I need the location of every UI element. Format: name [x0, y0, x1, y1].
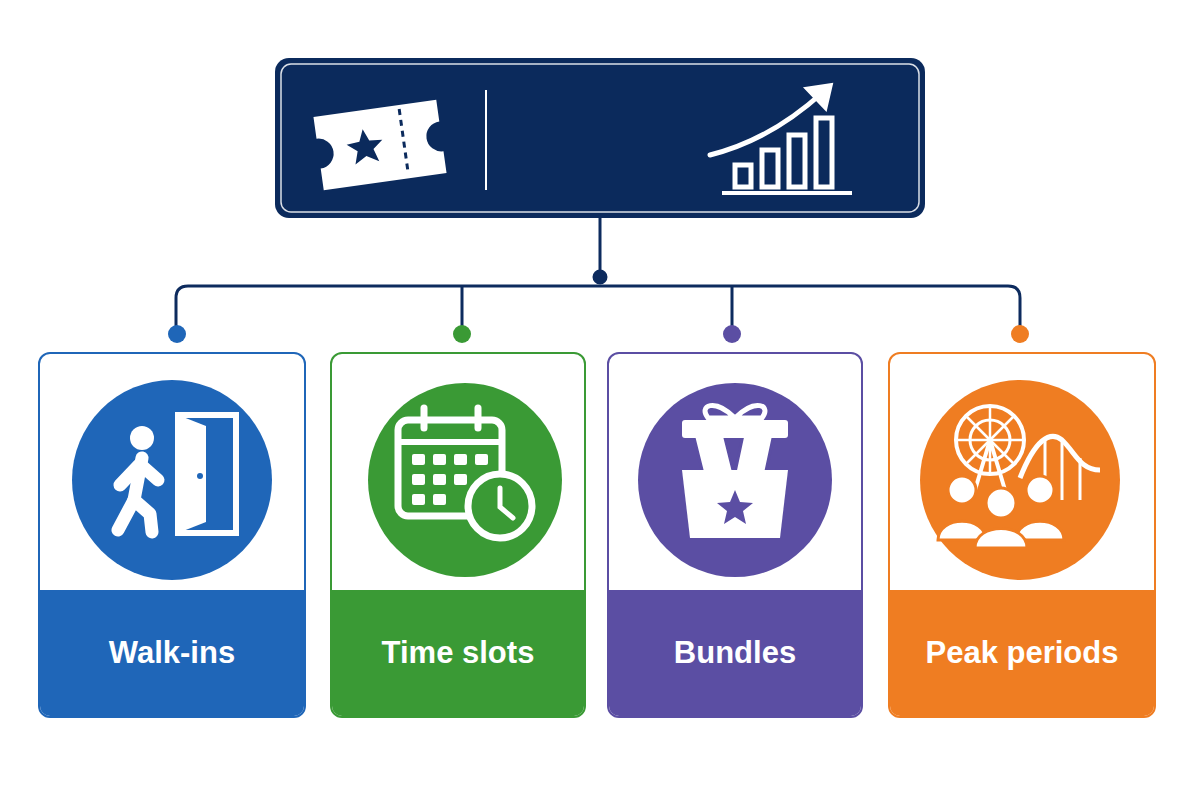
card-label: Bundles [674, 635, 796, 671]
peak-period-icon-part [1020, 436, 1100, 478]
category-card: Bundles [607, 352, 863, 718]
card-label: Peak periods [926, 635, 1119, 671]
peak-period-icon-part [920, 380, 1120, 580]
walk-in-icon-part [72, 380, 272, 580]
ticket-icon [313, 100, 446, 191]
time-slot-icon-part [433, 474, 446, 485]
peak-period-icon-part [966, 416, 1014, 464]
time-slot-icon-part [412, 454, 425, 465]
walk-in-icon [72, 380, 272, 580]
time-slot-icon [368, 383, 562, 577]
growth-chart-icon-part [805, 84, 832, 110]
peak-period-icon-part [956, 439, 1024, 442]
branch-dots [168, 325, 1029, 343]
bundle-icon-part [693, 427, 737, 494]
growth-chart-icon-part [722, 191, 852, 195]
time-slot-icon-part [433, 494, 446, 505]
walk-in-icon-part [197, 473, 203, 479]
walk-in-icon-part [118, 458, 158, 532]
time-slot-icon-part [368, 383, 562, 577]
peak-period-icon-part [966, 416, 1014, 464]
growth-chart-icon-part [816, 118, 832, 187]
walk-in-icon-part [134, 458, 142, 500]
bundle-icon-part [682, 420, 788, 438]
peak-period-icon-part [1016, 521, 1064, 540]
walk-in-icon-part [118, 500, 134, 530]
time-slot-icon-part [412, 494, 425, 505]
branch-dots-part [168, 325, 186, 343]
time-slot-icon-part [468, 474, 532, 538]
category-card: Peak periods [888, 352, 1156, 718]
peak-period-icon-part [975, 440, 1005, 490]
peak-period-icon-part [989, 406, 992, 474]
card-label-band: Time slots [332, 590, 584, 716]
header-panel-part [281, 64, 919, 212]
time-slot-icon-part [412, 454, 488, 505]
growth-chart-icon-part [762, 150, 778, 187]
peak-period-icon-part [956, 406, 1100, 500]
time-slot-icon-part [475, 408, 482, 428]
time-slot-icon-part [475, 454, 488, 465]
category-card: Time slots [330, 352, 586, 718]
growth-chart-icon-part [710, 93, 822, 155]
time-slot-icon-part [454, 454, 467, 465]
tree-connector-lines-part [176, 286, 1020, 333]
peak-period-icon-part [1044, 440, 1047, 500]
peak-period-icon [920, 380, 1120, 580]
bundle-icon-part [717, 490, 753, 524]
peak-period-icon-part [975, 529, 1027, 549]
tree-connector-lines-part [599, 218, 602, 277]
time-slot-icon-part [412, 474, 425, 485]
peak-period-icon-part [948, 476, 976, 504]
peak-period-icon-part [1026, 476, 1054, 504]
header-panel-part [485, 90, 487, 190]
ticket-icon-part [313, 100, 446, 191]
peak-period-icon-part [938, 521, 986, 540]
peak-period-icon-part [970, 420, 1010, 460]
card-label-band: Walk-ins [40, 590, 304, 716]
card-label: Walk-ins [109, 635, 235, 671]
peak-period-icon-part [938, 476, 1064, 548]
category-card: Walk-ins [38, 352, 306, 718]
peak-period-icon-part [1061, 440, 1064, 500]
time-slot-icon-part [454, 474, 467, 485]
bundle-icon-part [705, 405, 765, 418]
walk-in-icon-part [130, 426, 154, 450]
branch-dots-part [723, 325, 741, 343]
tree-connector-lines-part [594, 271, 606, 283]
time-slot-icon-part [398, 439, 502, 445]
walk-in-icon-part [120, 465, 139, 485]
ticket-icon-part [345, 127, 385, 166]
bundle-icon-part [638, 383, 832, 577]
bundle-icon-part [732, 428, 774, 495]
bundle-icon [638, 383, 832, 577]
header-panel-part [275, 58, 925, 218]
ticket-icon-part [399, 109, 408, 174]
walk-in-icon-part [141, 465, 158, 480]
bundle-icon-part [682, 470, 788, 538]
time-slot-icon-part [500, 488, 513, 518]
card-label-band: Peak periods [890, 590, 1154, 716]
peak-period-icon-part [956, 406, 1024, 474]
walk-in-icon-part [134, 500, 152, 532]
branch-dots-part [1011, 325, 1029, 343]
time-slot-icon-part [433, 454, 446, 465]
growth-chart-icon-part [735, 165, 751, 187]
walk-in-icon-part [178, 415, 236, 533]
growth-chart-icon [710, 84, 852, 193]
time-slot-icon-part [398, 420, 502, 516]
walk-in-icon-part [178, 415, 206, 533]
tree-connector-lines [176, 218, 1020, 333]
peak-period-icon-part [1079, 458, 1082, 500]
growth-chart-icon-part [789, 135, 805, 187]
card-label-band: Bundles [609, 590, 861, 716]
branch-dots-part [453, 325, 471, 343]
time-slot-icon-part [421, 408, 428, 428]
header-panel [275, 58, 925, 218]
peak-period-icon-part [986, 488, 1016, 518]
card-label: Time slots [382, 635, 535, 671]
